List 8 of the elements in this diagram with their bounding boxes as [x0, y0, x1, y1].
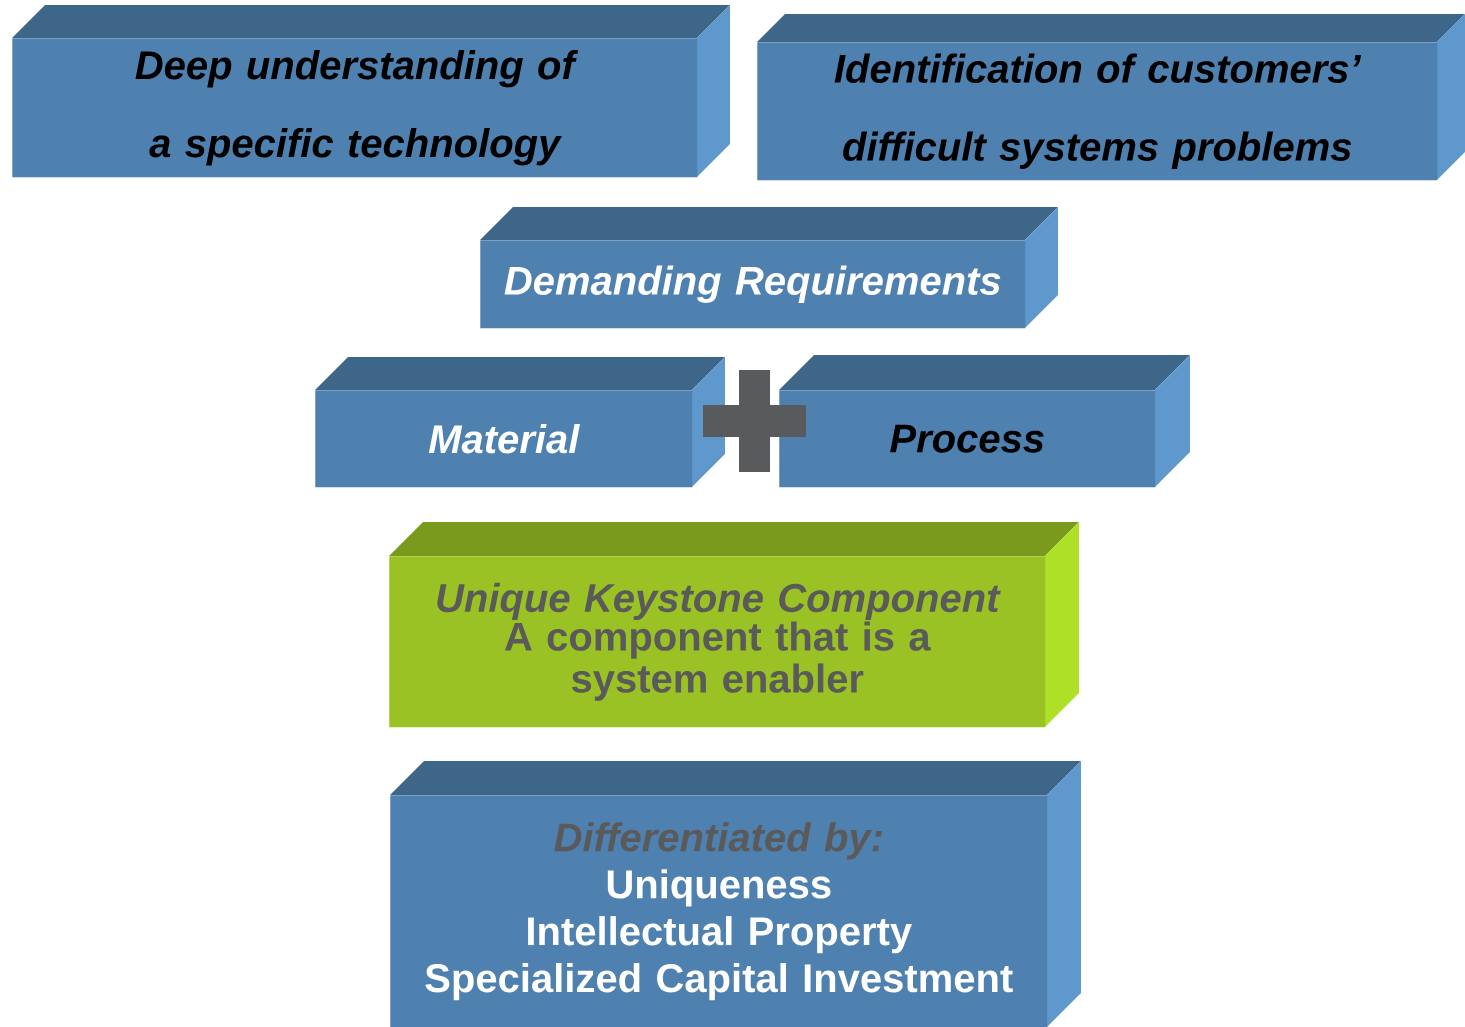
box-3d: Differentiated by: Uniqueness Intellectual Property Specialized Capital Investment [390, 761, 1081, 1027]
box-3d: Unique Keystone Component A component that is a system enabler [389, 522, 1079, 728]
box-3d: Identification of customers’ difficult systems problems [757, 14, 1465, 181]
box-3d: Process [779, 355, 1190, 488]
box-3d: Material [315, 357, 725, 488]
plus-sign [703, 370, 806, 472]
box-3d: Deep understanding of a specific technology [12, 5, 730, 178]
box-3d: Demanding Requirements [480, 207, 1058, 329]
